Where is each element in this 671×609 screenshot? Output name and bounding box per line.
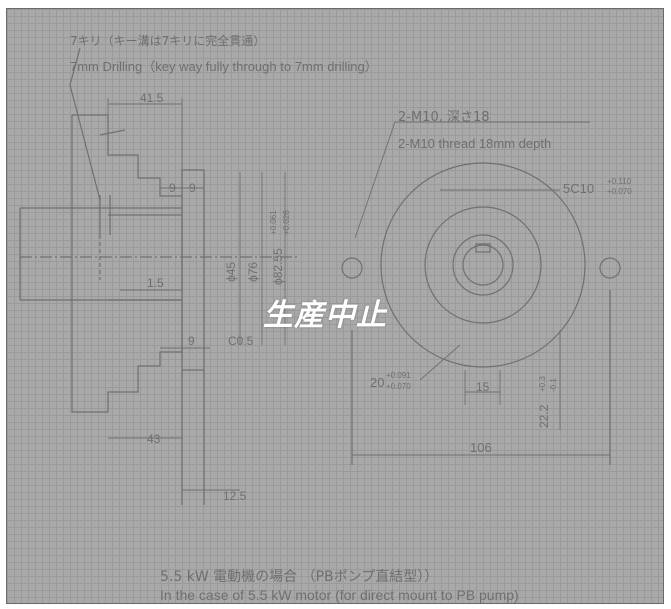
- dim-5c10-tol-upper: +0.110: [607, 177, 632, 186]
- dim-43: 43: [147, 432, 161, 446]
- note-en: 7mm Drilling（key way fully through to 7m…: [70, 59, 378, 74]
- dim-9b: 9: [189, 181, 196, 195]
- flange-body: [181, 169, 205, 371]
- thread-note-en: 2-M10 thread 18mm depth: [398, 136, 551, 151]
- inner-ring: [424, 206, 542, 324]
- dim-9c: 9: [188, 334, 195, 348]
- dim-9a: 9: [169, 181, 176, 195]
- dim-22-2-tol-lower: -0.1: [549, 378, 558, 392]
- discontinued-stamp: 生産中止: [263, 298, 387, 333]
- caption-jp: 5.5 kW 電動機の場合 （PBポンプ直結型））: [160, 569, 439, 585]
- dim-phi76: ϕ76: [246, 262, 260, 282]
- hub-outline: [71, 114, 183, 413]
- dim-82-55: ϕ82.55: [271, 248, 285, 285]
- note-jp: 7キリ（キー溝は7キリに完全貫通）: [70, 33, 265, 48]
- drawing-frame: [6, 8, 664, 604]
- dim-20-tol-lower: +0.070: [386, 382, 411, 391]
- dim-5c10: 5C10: [563, 181, 594, 196]
- thread-note-jp: 2-M10, 深さ18: [398, 110, 490, 125]
- dim-20: 20: [370, 375, 384, 390]
- dim-15: 15: [476, 380, 490, 394]
- dim-phi45: ϕ45: [224, 262, 238, 282]
- dim-41-5: 41.5: [140, 91, 164, 105]
- dim-22-2-tol-upper: +0.3: [538, 376, 547, 392]
- dim-c05: C0.5: [228, 334, 254, 348]
- outer-circle: [380, 162, 586, 368]
- hub-circle: [452, 234, 514, 296]
- dim-1-5: 1.5: [147, 276, 164, 290]
- bore-circle: [462, 244, 504, 286]
- caption-en: In the case of 5.5 kW motor (for direct …: [160, 587, 519, 603]
- bolt-hole-left: [341, 257, 363, 279]
- key-slot: [475, 243, 491, 253]
- bolt-hole-right: [599, 257, 621, 279]
- dim-20-tol-upper: +0.091: [386, 371, 411, 380]
- dim-82-55-tol-lower: +0.026: [282, 210, 291, 235]
- dim-12-5: 12.5: [223, 489, 247, 503]
- dim-5c10-tol-lower: +0.070: [607, 187, 632, 196]
- dim-82-55-tol-upper: +0.061: [269, 210, 278, 235]
- dim-22-2: 22.2: [537, 404, 551, 428]
- dim-106: 106: [470, 440, 492, 455]
